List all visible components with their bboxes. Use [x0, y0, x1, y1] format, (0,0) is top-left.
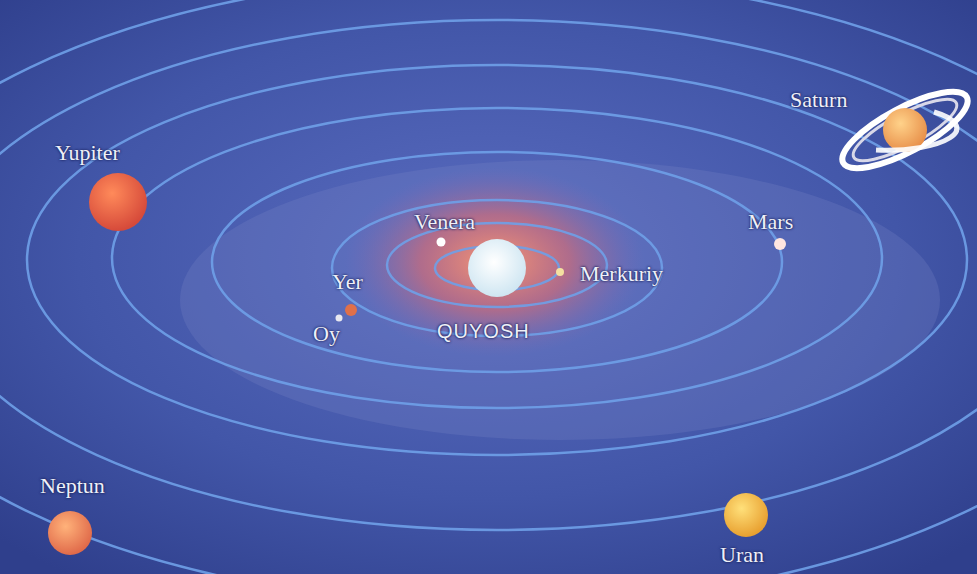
planet-label: Mars — [748, 210, 793, 234]
planet-label: Neptun — [40, 474, 105, 498]
planet-label: Merkuriy — [580, 262, 663, 286]
planet-label: Saturn — [790, 88, 847, 112]
sun-label: QUYOSH — [437, 320, 530, 342]
planet-label: Yupiter — [55, 141, 120, 165]
planet-label: Uran — [720, 543, 764, 567]
moon-label: Oy — [313, 322, 340, 346]
planet-label: Venera — [414, 210, 475, 234]
planet-label: Yer — [332, 270, 363, 294]
